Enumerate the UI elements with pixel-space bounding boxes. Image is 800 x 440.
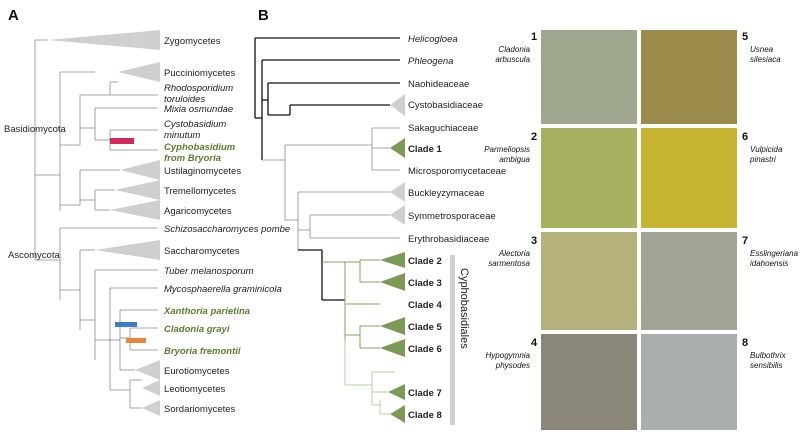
photo-caption: idahoensis: [750, 259, 788, 268]
photo-number: 5: [742, 31, 748, 43]
photo-caption: arbuscula: [495, 55, 530, 64]
panel-label-b: B: [258, 7, 269, 24]
tree-b-branches: [254, 37, 400, 415]
photo-caption: Usnea: [750, 45, 774, 54]
ascomycota-label: Ascomycota: [8, 250, 60, 261]
photo-caption: Parmeliopsis: [484, 145, 530, 154]
taxon-label: Mycosphaerella graminicola: [164, 284, 282, 295]
photo-5: [641, 30, 737, 124]
taxon-label: Tuber melanosporum: [164, 266, 254, 277]
taxon-label: Saccharomycetes: [164, 246, 240, 257]
photo-labels: 1 Cladonia arbuscula 5 Usnea silesiaca 2…: [484, 31, 798, 370]
taxon-label: from Bryoria: [164, 153, 221, 164]
taxon-label: Leotiomycetes: [164, 384, 226, 395]
photo-caption: pinastri: [749, 155, 776, 164]
taxon-label: Clade 1: [408, 144, 443, 155]
taxon-label: Cyphobasidium: [164, 142, 236, 153]
cladonia-bar: [115, 322, 137, 327]
photo-grid: [541, 30, 737, 430]
taxon-label: Xanthoria parietina: [163, 306, 250, 317]
cyphobasidium-bar: [110, 138, 134, 144]
taxon-label: Microsporomycetaceae: [408, 166, 506, 177]
taxon-label: Cladonia grayi: [164, 324, 230, 335]
photo-caption: Hypogymnia: [486, 351, 531, 360]
taxon-label: Agaricomycetes: [164, 206, 232, 217]
taxon-label: Symmetrosporaceae: [408, 211, 496, 222]
taxon-label: Phleogena: [408, 56, 453, 67]
tree-b-labels: Helicogloea Phleogena Naohideaceae Cysto…: [408, 34, 506, 421]
taxon-label: Clade 2: [408, 256, 442, 267]
tree-a-branches: [34, 39, 158, 409]
taxon-label: Zygomycetes: [164, 36, 221, 47]
taxon-label: Rhodosporidium: [164, 83, 233, 94]
taxon-label: Schizosaccharomyces pombe: [164, 224, 290, 235]
taxon-label: Eurotiomycetes: [164, 366, 230, 377]
taxon-label: Clade 5: [408, 322, 443, 333]
photo-2: [541, 128, 637, 228]
taxon-label: Ustilaginomycetes: [164, 166, 241, 177]
taxon-label: Sakaguchiaceae: [408, 123, 478, 134]
photo-8: [641, 334, 737, 430]
tree-a-labels: Zygomycetes Pucciniomycetes Rhodosporidi…: [163, 36, 290, 415]
taxon-label: Bryoria fremontii: [164, 346, 241, 357]
taxon-label: Mixia osmundae: [164, 104, 233, 115]
taxon-label: Tremellomycetes: [164, 186, 236, 197]
tree-b-collapsed-clades: [380, 94, 405, 423]
taxon-label: Clade 6: [408, 344, 442, 355]
taxon-label: Cystobasidiaceae: [408, 100, 483, 111]
photo-number: 3: [531, 235, 537, 247]
taxon-label: Helicogloea: [408, 34, 458, 45]
panel-label-a: A: [8, 7, 19, 24]
photo-caption: ambigua: [499, 155, 530, 164]
photo-caption: Esslingeriana: [750, 249, 799, 258]
photo-number: 6: [742, 131, 748, 143]
photo-number: 4: [531, 337, 538, 349]
photo-4: [541, 334, 637, 430]
photo-caption: sarmentosa: [488, 259, 530, 268]
taxon-label: toruloides: [164, 94, 205, 105]
bryoria-bar: [126, 338, 146, 343]
photo-number: 7: [742, 235, 748, 247]
taxon-label: Clade 3: [408, 278, 442, 289]
taxon-label: Naohideaceae: [408, 79, 469, 90]
photo-caption: sensibilis: [750, 361, 782, 370]
photo-number: 2: [531, 131, 537, 143]
taxon-label: Pucciniomycetes: [164, 68, 236, 79]
photo-caption: physodes: [495, 361, 530, 370]
photo-1: [541, 30, 637, 124]
taxon-label: Cystobasidium: [164, 119, 226, 130]
photo-7: [641, 232, 737, 330]
taxon-label: Sordariomycetes: [164, 404, 236, 415]
cyphobasidiales-bracket: [450, 255, 455, 425]
photo-caption: Bulbothrix: [750, 351, 787, 360]
photo-caption: Vulpicida: [750, 145, 783, 154]
tree-a-collapsed-clades: [48, 30, 160, 416]
taxon-label: Clade 8: [408, 410, 442, 421]
taxon-label: Clade 4: [408, 300, 443, 311]
taxon-label: Buckleyzymaceae: [408, 188, 485, 199]
basidiomycota-label: Basidiomycota: [4, 124, 66, 135]
photo-number: 1: [531, 31, 537, 43]
photo-caption: Alectoria: [498, 249, 531, 258]
photo-caption: silesiaca: [750, 55, 781, 64]
taxon-label: minutum: [164, 130, 201, 141]
photo-6: [641, 128, 737, 228]
taxon-label: Erythrobasidiaceae: [408, 234, 489, 245]
photo-caption: Cladonia: [498, 45, 530, 54]
cyphobasidiales-label: Cyphobasidiales: [458, 268, 470, 349]
photo-3: [541, 232, 637, 330]
taxon-label: Clade 7: [408, 388, 442, 399]
photo-number: 8: [742, 337, 748, 349]
